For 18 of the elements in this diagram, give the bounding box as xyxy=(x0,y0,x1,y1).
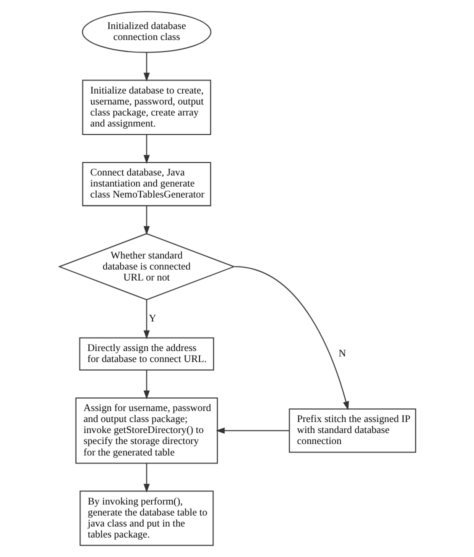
node-box: Connect database, Java instantiation and generate class NemoTablesGenerator xyxy=(82,162,211,206)
node-box: Directly assign the address for database to connect URL. xyxy=(78,337,214,371)
arrow xyxy=(215,428,289,434)
node-box: Prefix stitch the assigned IP with standard database connection xyxy=(288,408,416,453)
arrow xyxy=(143,370,150,400)
arrow xyxy=(143,134,150,164)
node-box: Assign for username, password and output class package; invoke getStoreDirectory() to specify the storage directory for the generated table xyxy=(74,397,218,464)
edge-label: N xyxy=(338,348,346,360)
arrow xyxy=(143,206,150,235)
edge-label: Y xyxy=(148,313,156,324)
arrow xyxy=(143,300,150,340)
node-diamond: Whether standard database is connected URL or not xyxy=(57,233,235,300)
node-ellipse: Initialized database connection class xyxy=(81,11,211,53)
node-box: Initialize database to create, username, password, output class package, create array and assignment. xyxy=(82,80,211,136)
arrow xyxy=(143,52,150,82)
arrow xyxy=(143,463,150,493)
arrow xyxy=(234,266,348,410)
node-box: By invoking perform(), generate the database table to java class and put in the tables package. xyxy=(79,490,214,546)
